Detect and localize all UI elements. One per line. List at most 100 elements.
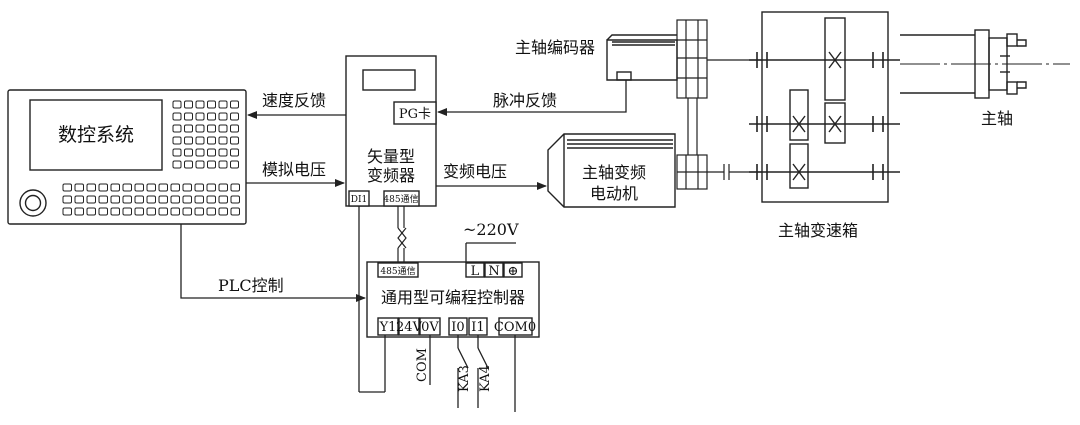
cnc-key — [218, 207, 228, 216]
cnc-key — [146, 195, 156, 204]
cnc-key — [86, 183, 96, 192]
cnc-key — [218, 160, 228, 169]
cnc-key — [206, 195, 216, 204]
cnc-key — [170, 195, 180, 204]
inverter-label-line2: 变频器 — [367, 166, 415, 185]
belt-pulley-drive — [676, 19, 762, 190]
cnc-key — [182, 183, 192, 192]
cnc-key — [98, 183, 108, 192]
spindle-encoder — [606, 34, 678, 81]
pg-card-label: PG卡 — [399, 107, 431, 122]
plc-terminal-N: N — [488, 264, 499, 279]
inverter-rs485-terminal: 485通信 — [383, 193, 418, 205]
cnc-key — [172, 112, 182, 121]
analog-voltage-label: 模拟电压 — [262, 160, 326, 179]
pulse-feedback-label: 脉冲反馈 — [493, 91, 557, 110]
cnc-system-panel — [7, 89, 247, 225]
plc-control-line — [180, 224, 366, 302]
cnc-key — [194, 207, 204, 216]
cnc-key — [182, 207, 192, 216]
cnc-key — [184, 112, 193, 121]
cnc-key — [62, 183, 72, 192]
cnc-key — [218, 124, 228, 133]
cnc-key — [62, 207, 72, 216]
cnc-key — [172, 100, 182, 109]
cnc-key — [207, 160, 216, 169]
cnc-key — [206, 183, 216, 192]
cnc-key — [122, 207, 132, 216]
cnc-key — [98, 195, 108, 204]
cnc-key — [218, 100, 228, 109]
cnc-key — [218, 183, 228, 192]
cnc-key — [122, 183, 132, 192]
cnc-key — [195, 136, 205, 145]
vf-voltage-label: 变频电压 — [443, 162, 507, 181]
plc-terminal-COM0: COM0 — [494, 320, 536, 335]
cnc-key — [172, 136, 182, 145]
cnc-key — [134, 183, 144, 192]
plc-terminal-Y1: Y1 — [379, 320, 397, 335]
cnc-key — [194, 183, 204, 192]
cnc-key — [195, 124, 205, 133]
cnc-key — [195, 112, 205, 121]
cnc-key — [207, 124, 216, 133]
spindle-chuck — [900, 29, 1070, 99]
cnc-key — [110, 195, 120, 204]
plc-title: 通用型可编程控制器 — [381, 288, 525, 307]
cnc-key — [194, 195, 204, 204]
cnc-key — [98, 207, 108, 216]
spindle-gearbox — [749, 11, 900, 203]
cnc-key — [195, 100, 205, 109]
input-switch-wiring — [429, 335, 516, 412]
plc-terminal-L: L — [471, 264, 480, 279]
com-label: COM — [415, 348, 430, 382]
cnc-key — [207, 148, 216, 157]
cnc-key — [74, 195, 84, 204]
ka4-label: KA4 — [478, 365, 493, 392]
spindle-motor-label-line1: 主轴变频 — [582, 163, 646, 182]
plc-terminal-0V: 0V — [421, 320, 439, 335]
plc-terminal-ground: ⊕ — [508, 264, 519, 279]
cnc-key — [230, 112, 239, 121]
cnc-key — [170, 183, 180, 192]
cnc-key — [134, 207, 144, 216]
cnc-keypad — [62, 100, 240, 216]
vector-inverter — [345, 55, 437, 207]
plc-terminal-I1: I1 — [471, 320, 484, 335]
cnc-key — [170, 207, 180, 216]
cnc-key — [230, 100, 239, 109]
cnc-inverter-signals — [246, 111, 346, 187]
plc-terminal-24V: 24V — [396, 320, 423, 335]
cnc-key — [195, 148, 205, 157]
cnc-key — [218, 195, 228, 204]
cnc-key — [207, 112, 216, 121]
cnc-key — [195, 160, 205, 169]
cnc-key — [207, 100, 216, 109]
gearbox-label: 主轴变速箱 — [778, 221, 858, 240]
cnc-key — [172, 148, 182, 157]
cnc-key — [206, 207, 216, 216]
cnc-key — [184, 160, 193, 169]
ka3-label: KA3 — [457, 365, 472, 392]
cnc-key — [230, 183, 240, 192]
cnc-key — [158, 183, 168, 192]
cnc-key — [218, 112, 228, 121]
cnc-key — [230, 148, 239, 157]
cnc-key — [110, 183, 120, 192]
cnc-system-label: 数控系统 — [58, 124, 134, 146]
cnc-key — [230, 207, 240, 216]
cnc-key — [172, 160, 182, 169]
cnc-key — [122, 195, 132, 204]
cnc-key — [184, 148, 193, 157]
inverter-di1-terminal: DI1 — [351, 195, 368, 205]
cnc-key — [184, 136, 193, 145]
ac-supply-wiring — [465, 242, 516, 263]
plc-control-label: PLC控制 — [218, 276, 284, 295]
spindle-encoder-label: 主轴编码器 — [515, 38, 595, 57]
ac-220v-label: ~220V — [463, 220, 519, 239]
cnc-key — [230, 136, 239, 145]
cnc-key — [184, 124, 193, 133]
cnc-key — [86, 195, 96, 204]
